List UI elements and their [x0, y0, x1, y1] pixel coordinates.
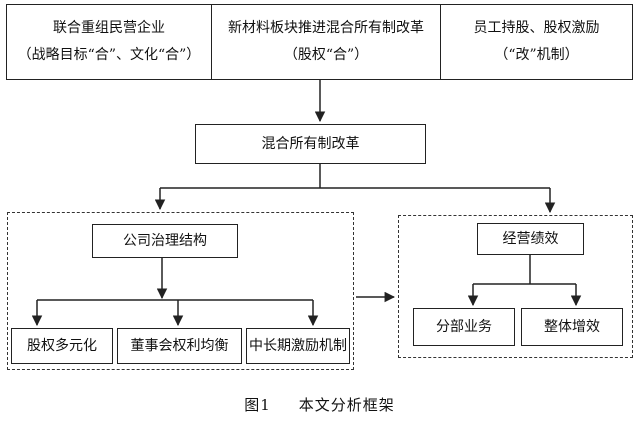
- left-item-incentive: 中长期激励机制: [246, 328, 350, 364]
- right-item-overall-label: 整体增效: [544, 318, 600, 335]
- top-box-merger-line2: （战略目标“合”、文化“合”）: [17, 47, 201, 63]
- left-dashed-group: [7, 212, 354, 370]
- top-box-mixed-ownership-line2: （股权“合”）: [283, 47, 369, 63]
- right-item-overall: 整体增效: [521, 308, 623, 346]
- left-group-head: 公司治理结构: [92, 224, 238, 258]
- figure-number: 图1: [244, 396, 271, 414]
- right-dashed-group: [398, 215, 633, 358]
- figure-caption: 图1 本文分析框架: [0, 394, 639, 415]
- right-item-segment: 分部业务: [413, 308, 515, 346]
- left-item-incentive-label: 中长期激励机制: [249, 337, 347, 354]
- top-box-mixed-ownership-line1: 新材料板块推进混合所有制改革: [228, 20, 424, 37]
- right-group-head-label: 经营绩效: [502, 230, 559, 247]
- center-box-label: 混合所有制改革: [261, 135, 360, 152]
- top-box-merger: 联合重组民营企业 （战略目标“合”、文化“合”）: [6, 4, 212, 80]
- figure-title: 本文分析框架: [298, 396, 395, 414]
- left-group-head-label: 公司治理结构: [123, 232, 207, 249]
- top-box-employee-shares: 员工持股、股权激励 （“改”机制）: [440, 4, 633, 80]
- right-group-head: 经营绩效: [477, 223, 584, 255]
- left-item-board-balance: 董事会权利均衡: [117, 328, 242, 364]
- left-item-equity-diversification-label: 股权多元化: [27, 337, 97, 354]
- top-box-merger-line1: 联合重组民营企业: [53, 20, 165, 37]
- left-item-equity-diversification: 股权多元化: [11, 328, 113, 364]
- left-item-board-balance-label: 董事会权利均衡: [130, 337, 229, 354]
- right-item-segment-label: 分部业务: [436, 318, 492, 335]
- top-box-employee-shares-line1: 员工持股、股权激励: [473, 20, 600, 37]
- top-box-employee-shares-line2: （“改”机制）: [494, 47, 579, 63]
- center-box: 混合所有制改革: [195, 124, 426, 164]
